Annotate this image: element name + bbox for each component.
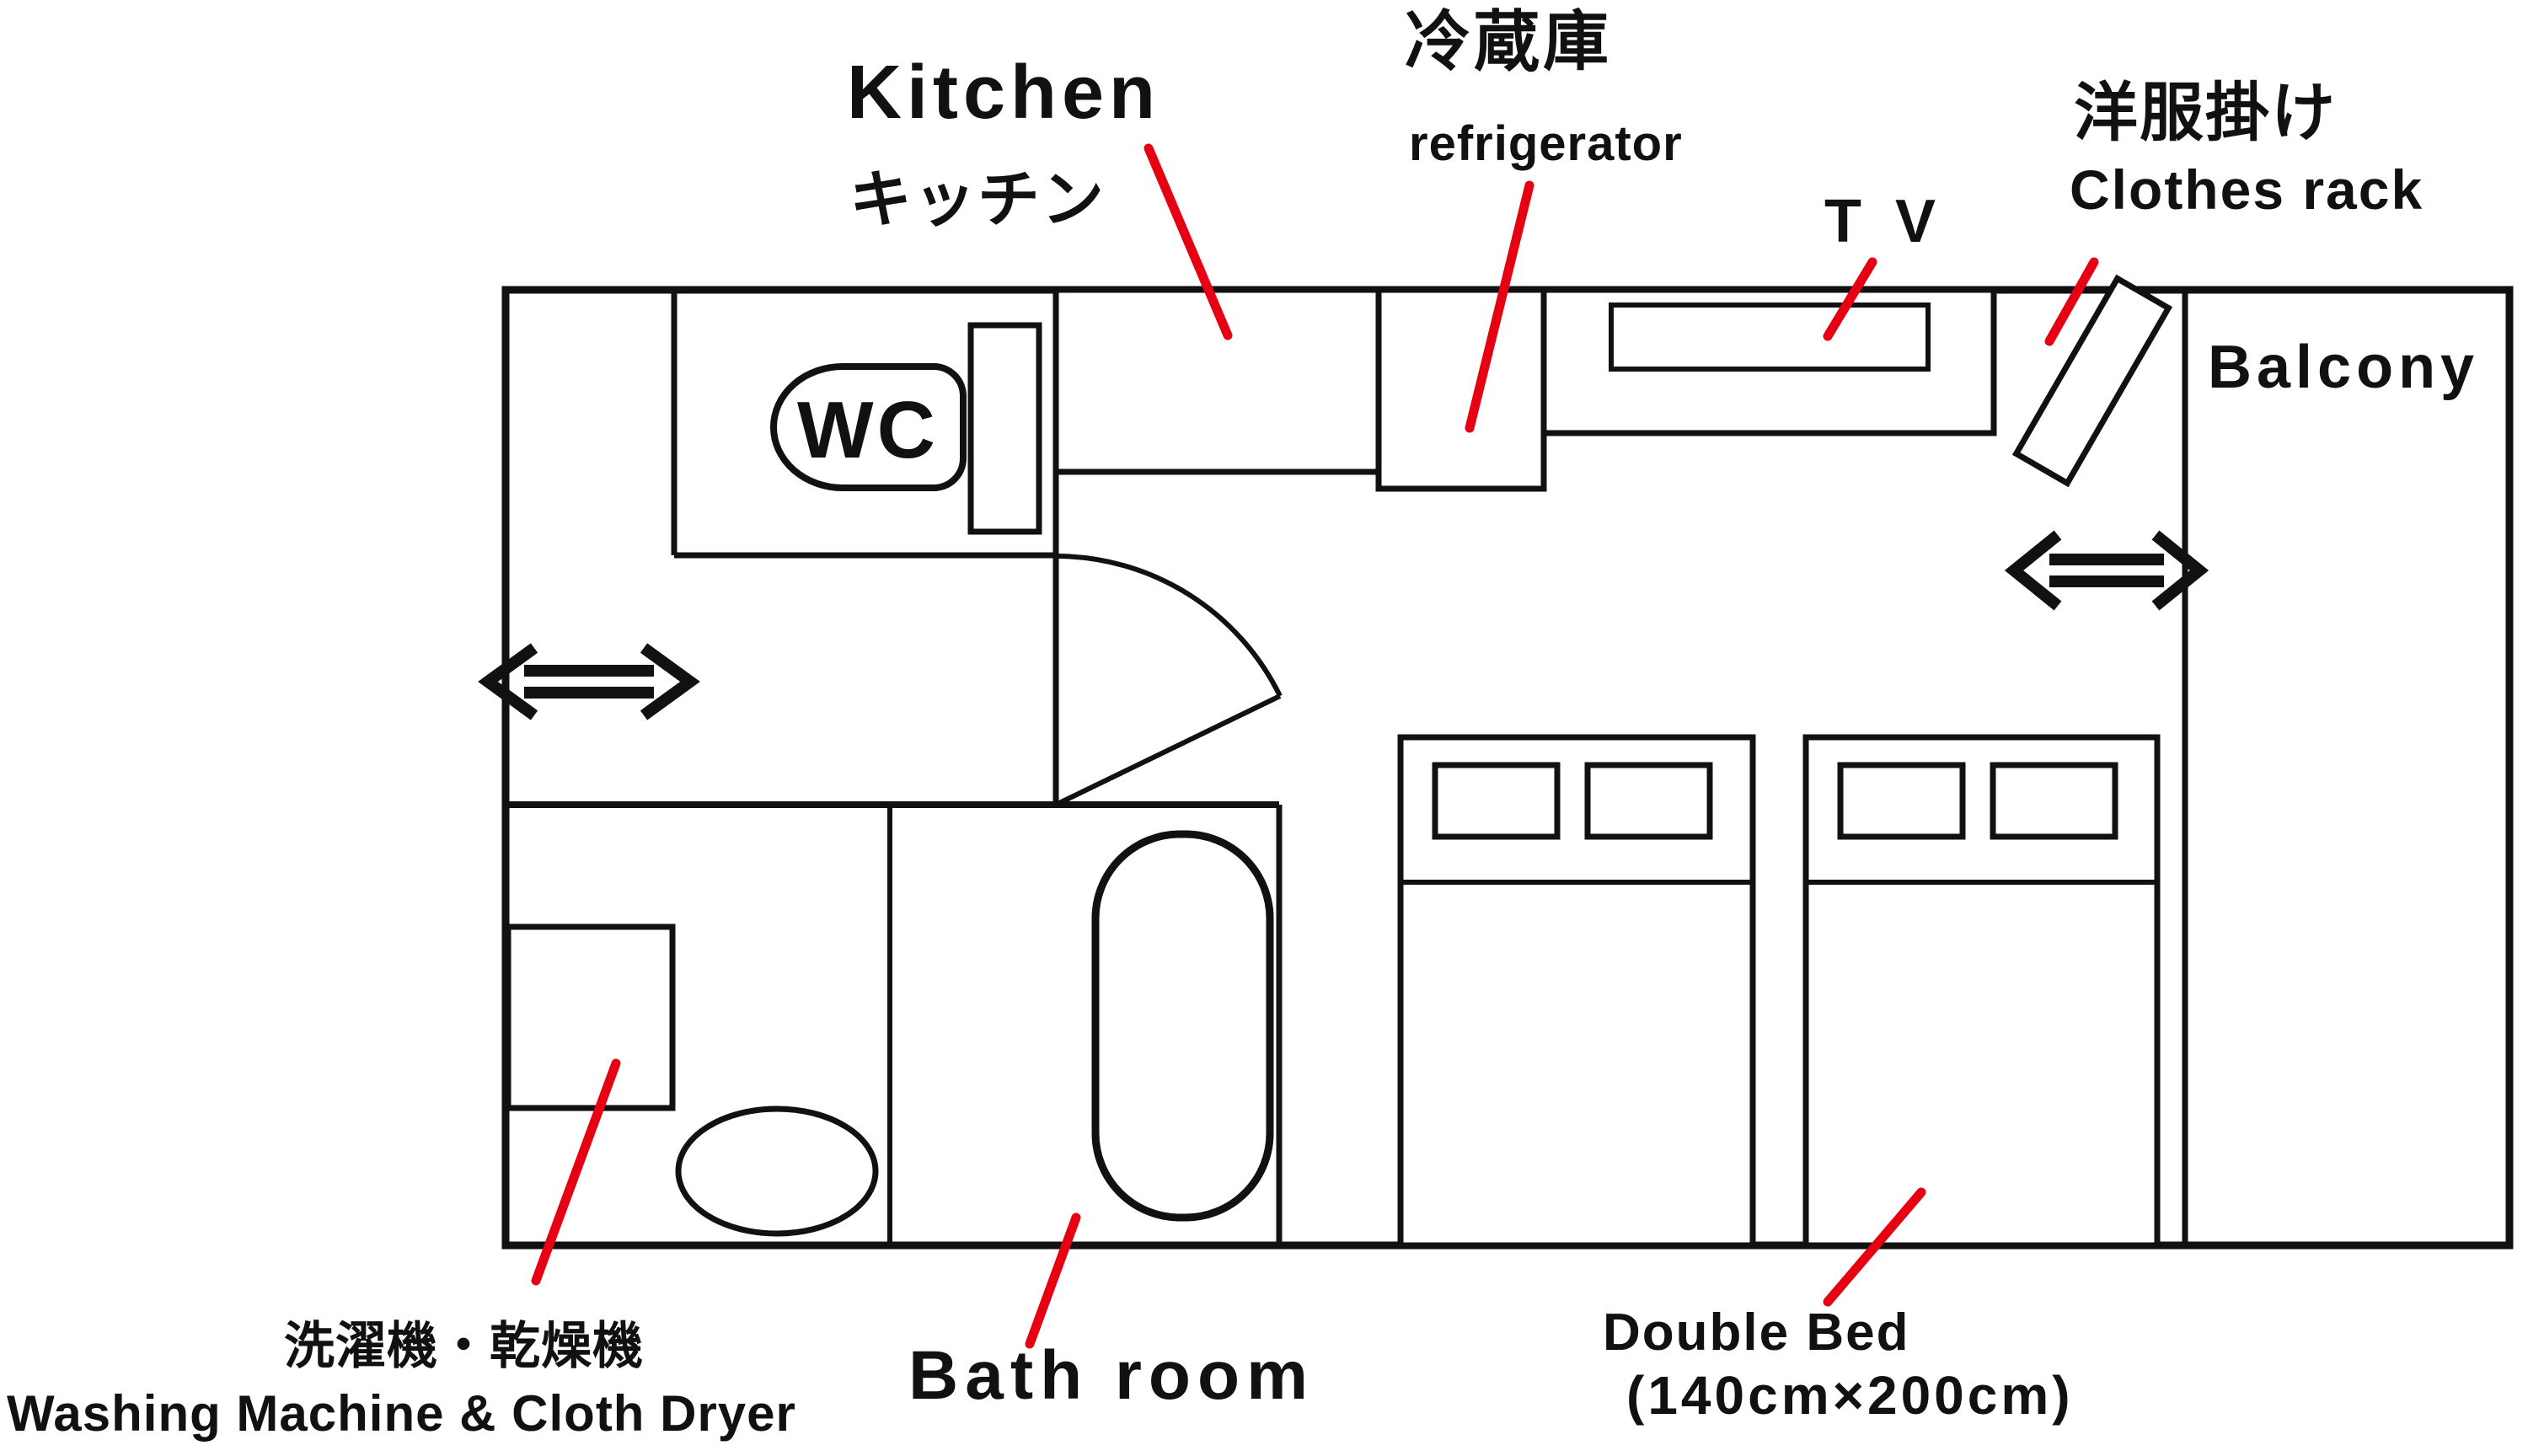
door-arc [1055, 554, 1283, 698]
annotation-line-refrigerator [1465, 180, 1534, 433]
annotation-line-bath-room [1025, 1212, 1081, 1349]
door-leaf [1054, 693, 1282, 807]
label-washing-machine-ja: 洗濯機・乾燥機 [284, 1318, 644, 1374]
bed-2-pillow-left [1837, 762, 1966, 840]
window-arrow-icon-right [2004, 530, 2209, 611]
annotation-line-kitchen [1143, 143, 1233, 340]
window-arrow-icon-left [478, 643, 700, 720]
label-kitchen-ja: キッチン [849, 164, 1106, 234]
refrigerator-box [1375, 286, 1547, 492]
door-swing [1054, 554, 1283, 807]
label-kitchen-en: Kitchen [847, 51, 1160, 135]
clothes-rack-box [2011, 274, 2173, 488]
annotation-line-clothes-rack [2044, 257, 2099, 346]
bed-2-pillow-right [1990, 762, 2118, 840]
toilet-bowl [769, 363, 967, 491]
annotation-line-double-bed [1823, 1187, 1926, 1307]
label-refrigerator-ja: 冷蔵庫 [1405, 4, 1612, 78]
label-wc: WC [797, 385, 939, 475]
label-refrigerator-en: refrigerator [1409, 116, 1683, 171]
annotation-lines [531, 143, 2099, 1349]
toilet-tank [967, 322, 1042, 535]
annotation-line-tv [1823, 257, 1877, 341]
label-bath-room: Bath room [908, 1337, 1315, 1414]
bathtub [1091, 830, 1274, 1222]
laundry-basin [675, 1105, 879, 1237]
labels: Kitchen キッチン 冷蔵庫 refrigerator TV 洋服掛け Cl… [7, 4, 2479, 1442]
label-double-bed-size: (140cm×200cm) [1626, 1365, 2074, 1426]
bed-1-pillow-right [1584, 762, 1713, 840]
label-clothes-rack-en: Clothes rack [2070, 158, 2424, 221]
label-double-bed: Double Bed [1603, 1303, 1909, 1362]
washing-machine-box [505, 923, 676, 1111]
tv-screen [1609, 302, 1931, 372]
label-clothes-rack-ja: 洋服掛け [2074, 78, 2337, 149]
bed-1-pillow-left [1432, 762, 1561, 840]
label-tv: TV [1824, 188, 1969, 255]
fixtures [505, 274, 2173, 1249]
annotation-line-washing-machine [531, 1058, 621, 1286]
label-washing-machine-en: Washing Machine & Cloth Dryer [7, 1385, 796, 1442]
label-balcony: Balcony [2208, 334, 2479, 401]
